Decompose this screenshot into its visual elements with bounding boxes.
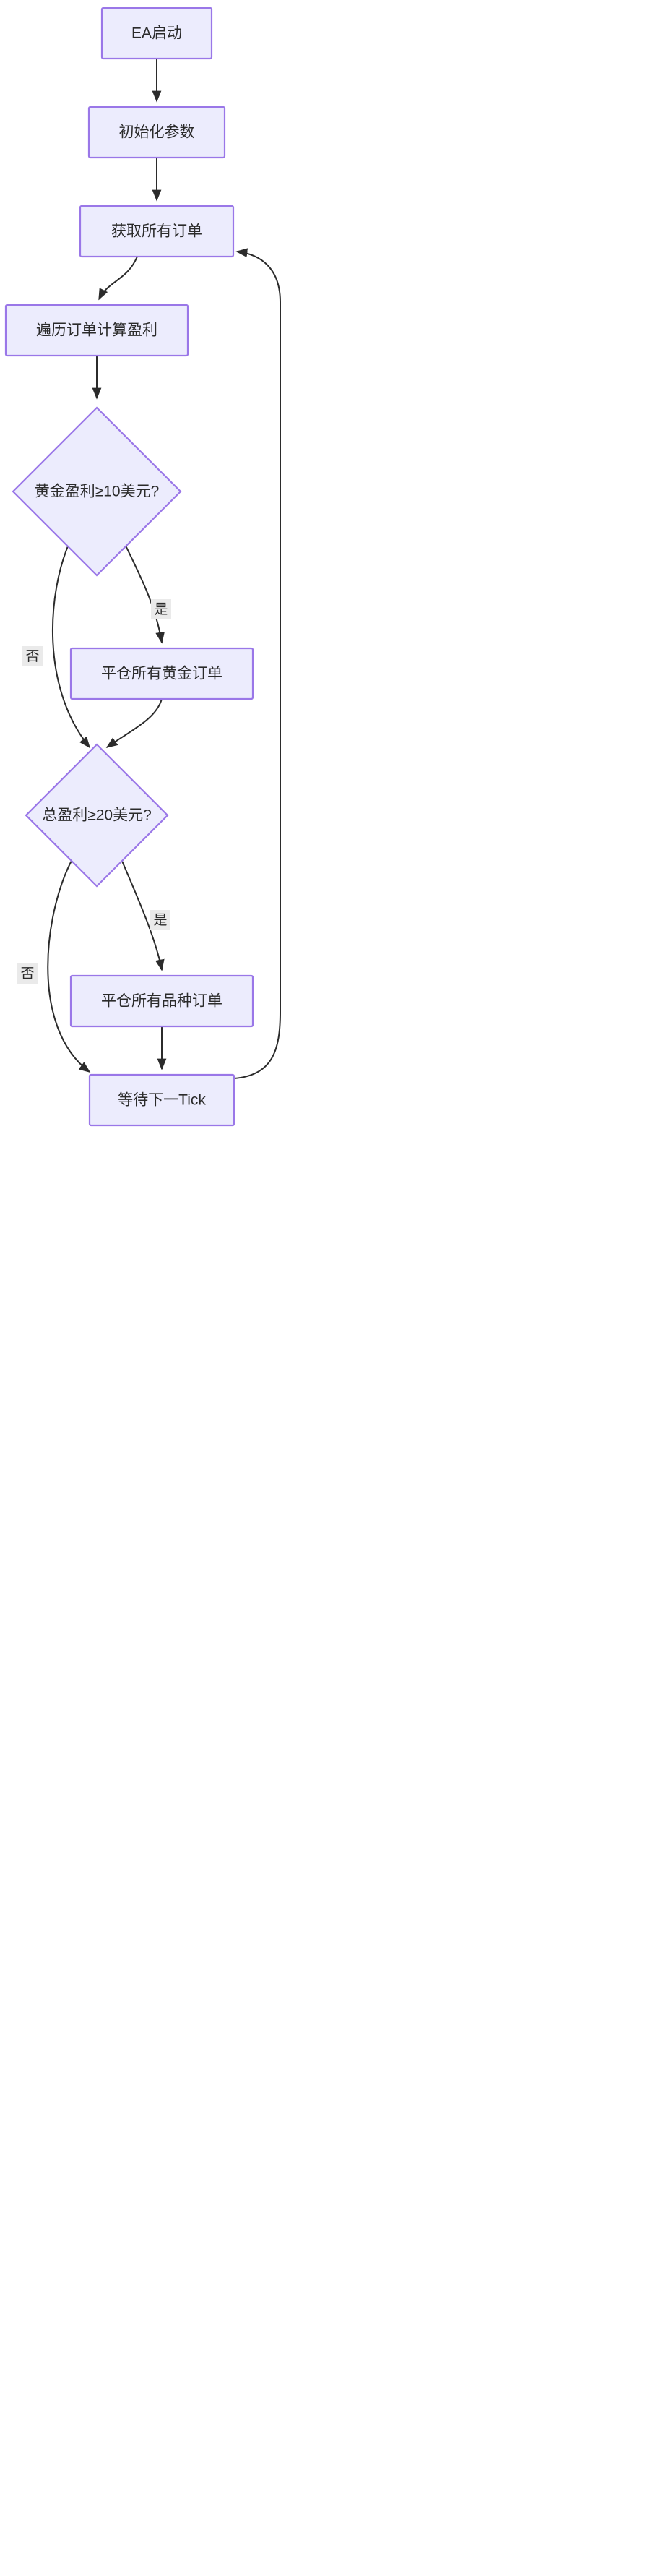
edge-fetch-to-iterate [98,256,138,301]
edge-goldcheck-yes-to-closegold [124,542,165,644]
node-init[interactable]: 初始化参数 [87,106,226,159]
edge-label-gold-yes: 是 [151,599,171,619]
edges-layer [47,59,281,1079]
edge-goldcheck-no-to-totalcheck [51,542,91,749]
edge-closegold-to-totalcheck [105,698,163,748]
node-wait-next-tick[interactable]: 等待下一Tick [88,1073,235,1127]
edge-label-total-yes-text: 是 [153,913,167,928]
node-iterate-orders[interactable]: 遍历订单计算盈利 [4,304,189,357]
node-fetch-orders-label: 获取所有订单 [111,223,202,240]
node-close-all-orders-label: 平仓所有品种订单 [101,993,222,1010]
edge-label-gold-no: 否 [22,646,43,666]
node-gold-profit-decision[interactable]: 黄金盈利≥10美元? [12,406,182,577]
node-total-profit-decision[interactable]: 总盈利≥20美元? [25,743,169,888]
edge-label-total-no: 否 [17,963,38,984]
edge-totalcheck-yes-to-closeall [121,859,165,971]
node-wait-next-tick-label: 等待下一Tick [118,1092,206,1109]
edge-waittick-to-fetch-loop [233,248,281,1079]
node-close-gold-orders[interactable]: 平仓所有黄金订单 [69,647,254,700]
edge-label-total-yes: 是 [150,910,170,930]
edge-label-total-no-text: 否 [20,966,34,982]
edge-label-gold-no-text: 否 [25,649,39,664]
node-gold-profit-decision-label: 黄金盈利≥10美元? [35,484,160,500]
edge-labels-layer: 是 否 是 否 [17,599,171,984]
node-total-profit-decision-label: 总盈利≥20美元? [42,807,152,824]
node-start-label: EA启动 [131,25,182,42]
node-iterate-orders-label: 遍历订单计算盈利 [36,322,157,339]
node-close-gold-orders-label: 平仓所有黄金订单 [101,666,222,682]
edge-totalcheck-no-to-waittick [47,859,91,1073]
nodes-layer: EA启动 初始化参数 获取所有订单 遍历订单计算盈利 黄金盈利≥10美元? [4,7,254,1127]
node-close-all-orders[interactable]: 平仓所有品种订单 [69,974,254,1028]
node-start[interactable]: EA启动 [100,7,213,60]
node-init-label: 初始化参数 [119,124,195,141]
edge-label-gold-yes-text: 是 [154,602,168,617]
node-fetch-orders[interactable]: 获取所有订单 [79,205,235,258]
